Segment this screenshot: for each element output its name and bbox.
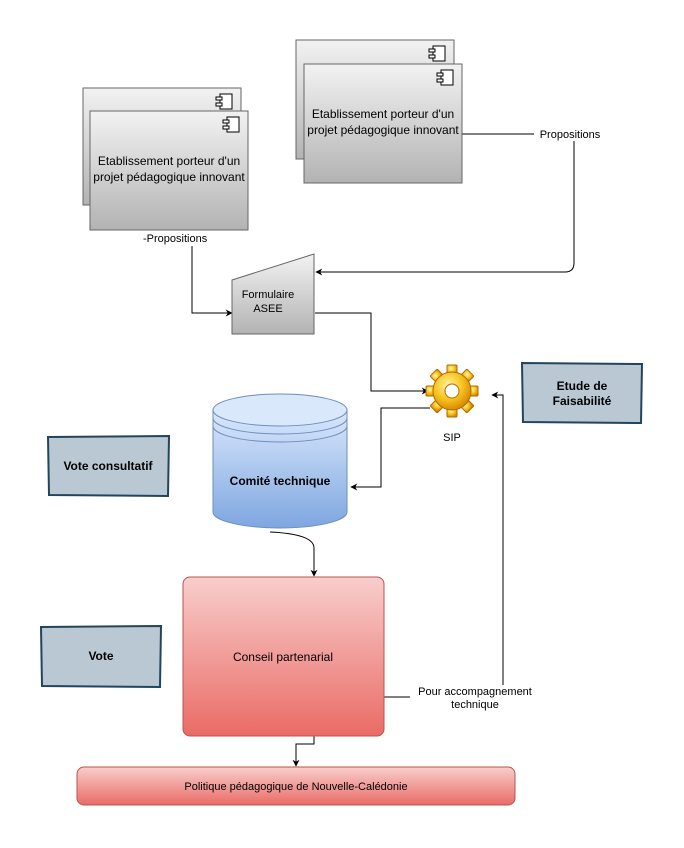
formulaire-label-1: Formulaire: [242, 289, 295, 301]
component-icon: [428, 45, 446, 62]
etude-label-1: Etude de: [557, 379, 608, 393]
component-icon: [222, 116, 240, 133]
edge-formulaire-to-sip: [315, 312, 429, 395]
etablissement-left-label-1: Etablissement porteur d'un: [98, 154, 240, 168]
propositions-left-label: -Propositions: [143, 233, 208, 245]
vote-label: Vote: [88, 649, 113, 663]
formulaire-label-2: ASEE: [253, 303, 282, 315]
component-icon: [436, 69, 454, 86]
vote-note[interactable]: Vote: [39, 624, 163, 689]
edge-left-propositions-to-formulaire: [191, 246, 233, 317]
edge-comite-to-conseil: [269, 531, 318, 577]
formulaire-asee[interactable]: Formulaire ASEE: [231, 253, 315, 335]
etablissement-right-label-1: Etablissement porteur d'un: [312, 107, 454, 121]
etablissement-left-label-2: projet pédagogique innovant: [93, 170, 245, 184]
etablissement-right[interactable]: Etablissement porteur d'un projet pédago…: [303, 63, 463, 184]
accompagnement-bg: [410, 685, 540, 713]
politique-label: Politique pédagogique de Nouvelle-Calédo…: [184, 781, 407, 793]
etude-faisabilite-note[interactable]: Etude de Faisabilité: [520, 361, 644, 425]
politique-pedagogique[interactable]: Politique pédagogique de Nouvelle-Calédo…: [76, 766, 516, 806]
propositions-right-label: Propositions: [540, 129, 601, 141]
comite-label: Comité technique: [230, 474, 331, 488]
gear-icon: [425, 364, 479, 418]
vote-consultatif-label: Vote consultatif: [63, 459, 153, 473]
vote-consultatif-note[interactable]: Vote consultatif: [46, 434, 171, 498]
etude-label-2: Faisabilité: [553, 394, 612, 408]
edge-sip-to-comite: [350, 407, 430, 491]
comite-technique[interactable]: Comité technique: [212, 393, 348, 529]
accompagnement-label-2: technique: [451, 699, 499, 711]
component-icon: [215, 93, 233, 110]
conseil-label: Conseil partenarial: [233, 650, 333, 664]
accompagnement-label-1: Pour accompagnement: [418, 686, 532, 698]
etablissement-left[interactable]: Etablissement porteur d'un projet pédago…: [89, 110, 249, 231]
edge-right-propositions-to-formulaire: [315, 133, 575, 276]
sip-node[interactable]: SIP: [425, 364, 479, 444]
conseil-partenarial[interactable]: Conseil partenarial: [182, 576, 385, 737]
sip-label: SIP: [443, 432, 461, 444]
propositions-right-bg: [534, 127, 604, 141]
edge-conseil-to-politique: [292, 736, 315, 767]
etablissement-right-label-2: projet pédagogique innovant: [307, 123, 459, 137]
